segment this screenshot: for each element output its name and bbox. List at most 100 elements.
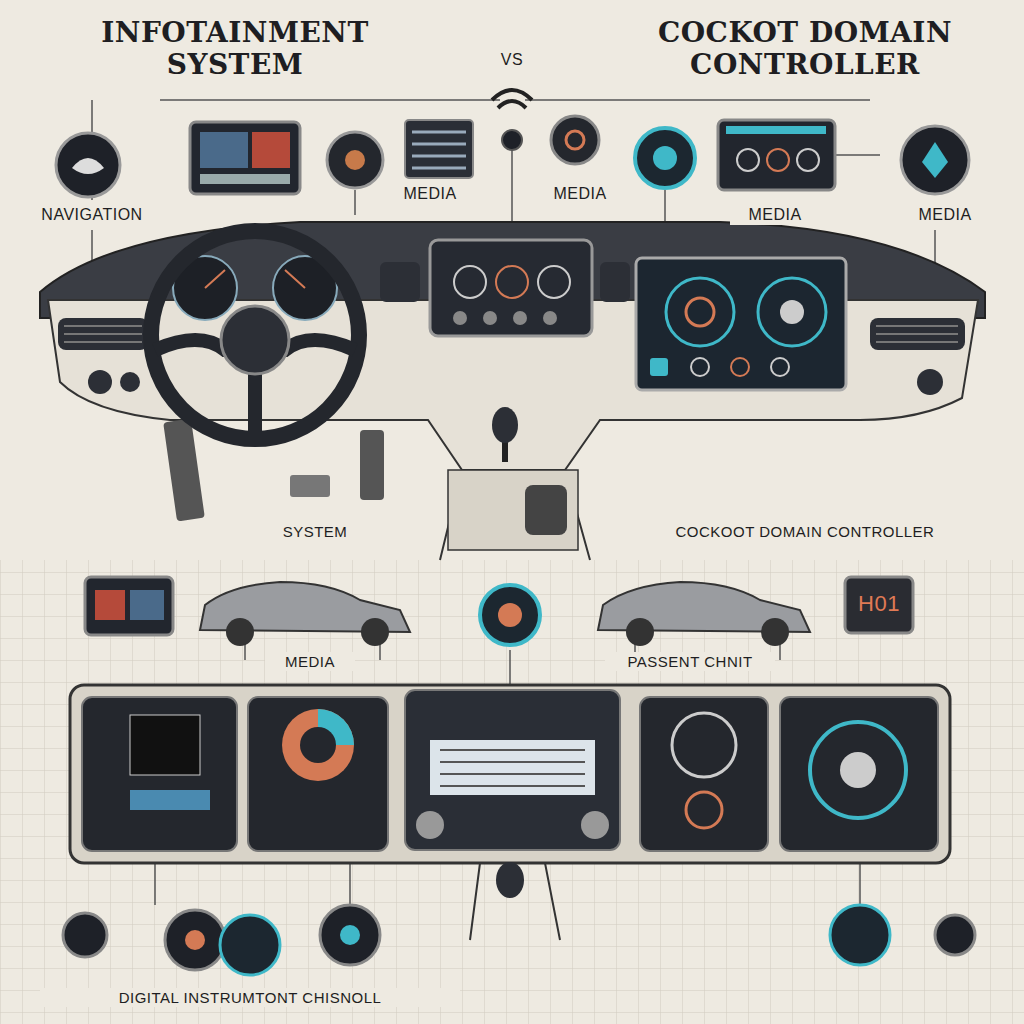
lower-icons-part [845,577,913,633]
icon-label: MEDIA [265,652,355,671]
lower-panel-part [416,811,444,839]
lower-panel-part [130,790,210,810]
dashboard-part [380,262,420,302]
lower-panel-part [470,863,560,940]
top-icons-part [635,128,695,188]
bottom-icons-part [340,925,360,945]
icon-label: MEDIA [900,205,990,225]
lower-panel-part [248,697,388,851]
icon-label: NAVIGATION [17,205,167,225]
leader-lines-part [349,860,351,905]
dashboard-part [120,372,140,392]
dashboard-part [666,278,734,346]
bottom-icons-part [185,930,205,950]
lower-panel-part [282,709,354,781]
dashboard-part [88,370,112,394]
dashboard-part [636,258,846,390]
dashboard-part [686,298,714,326]
dashboard-part [221,306,289,374]
dashboard-part [205,270,305,288]
title-text: COCKOT DOMAIN CONTROLLER [615,16,995,82]
dashboard [40,222,985,560]
top-icons-part [200,174,290,184]
top-icons-part [492,90,532,108]
top-icons-part [502,130,522,150]
lower-panel-part [130,715,200,775]
dashboard-part [525,485,567,535]
dashboard-part [496,266,528,298]
lower-panel-part [430,740,595,795]
top-icons-part [200,132,248,168]
lower-icons-part [361,618,389,646]
vs-text: VS [487,50,537,70]
lower-icons-part [761,618,789,646]
icon-text: H01 [849,590,909,617]
title-text: INFOTAINMENT SYSTEM [70,16,400,82]
leader-lines-part [511,150,513,222]
dashboard-part [430,240,592,336]
top-icons-part [718,120,835,190]
section-label: SYSTEM [255,522,375,541]
dashboard-part [492,407,518,443]
dashboard-part [58,318,148,350]
lower-panel-part [440,750,585,786]
dashboard-part [360,430,384,500]
top-icons-part [767,149,789,171]
lower-panel-part [810,722,906,818]
lower-panel-part [672,713,736,777]
top-icons-part [737,149,759,171]
bottom-icons [63,905,975,975]
dashboard-part [876,326,958,342]
top-icons-part [327,132,383,188]
leader-lines-part [154,860,156,905]
lower-panel-part [82,697,237,851]
dashboard-part [650,358,668,376]
top-icons-part [566,131,584,149]
top-icons-part [412,132,466,168]
top-icons-part [653,146,677,170]
lower-icons-part [626,618,654,646]
lower-panel-part [780,697,938,851]
bottom-icons-part [320,905,380,965]
lower-panel [70,685,950,940]
dashboard-part [448,470,578,550]
top-icons-part [252,132,290,168]
dashboard-part [163,419,205,522]
bottom-icons-part [63,913,107,957]
lower-icons [85,577,913,646]
top-icons-part [551,116,599,164]
top-icons-part [72,158,104,174]
lower-icons-part [95,590,125,620]
lower-icons-part [85,577,173,635]
bottom-icons-part [220,915,280,975]
icon-label: PASSENT CHNIT [605,652,775,671]
dashboard-part [453,311,467,325]
leader-lines-part [835,154,880,156]
top-icons-part [901,126,969,194]
lower-panel-part [581,811,609,839]
top-icons-part [405,120,473,178]
dashboard-part [64,326,142,342]
top-icons-part [797,149,819,171]
lower-panel-part [840,752,876,788]
lower-icons-part [480,585,540,645]
bottom-icons-part [935,915,975,955]
leader-lines-part [525,99,870,101]
top-icons [56,90,969,197]
icon-label: MEDIA [730,205,820,225]
dashboard-part [917,369,943,395]
background-part [0,560,1024,1024]
dashboard-part [538,266,570,298]
top-icons-part [56,133,120,197]
lower-icons-part [226,618,254,646]
dashboard-part [771,358,789,376]
icon-label: MEDIA [535,184,625,204]
bottom-icons-part [830,905,890,965]
leader-lines-part [354,190,356,215]
dashboard-part [483,311,497,325]
dashboard-part [543,311,557,325]
lower-panel-part [686,792,722,828]
dashboard-part [691,358,709,376]
icon-label: MEDIA [385,184,475,204]
